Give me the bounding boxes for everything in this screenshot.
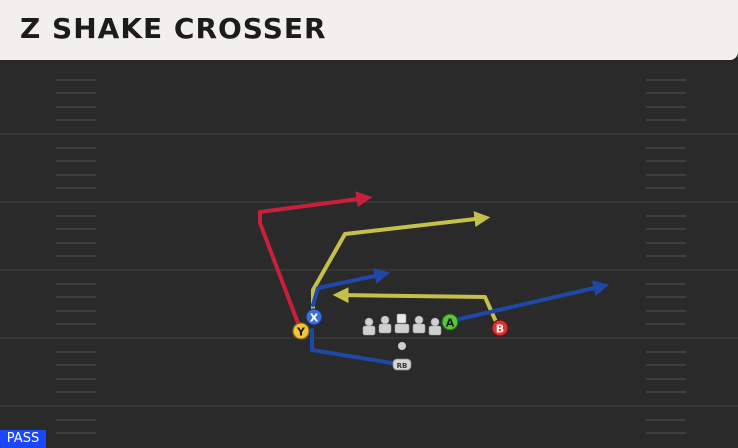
play-title: Z SHAKE CROSSER <box>20 12 327 45</box>
player-b-label: B <box>496 323 504 336</box>
player-a-label: A <box>446 317 455 330</box>
player-a[interactable]: A <box>441 313 459 331</box>
left-tackle <box>362 317 376 336</box>
route-rb-blue <box>310 328 400 366</box>
player-x-label: X <box>310 312 319 325</box>
offensive-line <box>362 313 442 336</box>
player-x[interactable]: X <box>305 308 323 326</box>
right-guard <box>412 315 426 334</box>
player-rb-label: RB <box>397 362 408 370</box>
hash-marks-left <box>56 79 96 434</box>
player-b[interactable]: B <box>491 319 509 337</box>
route-a-blue <box>449 280 610 323</box>
yard-lines <box>0 133 738 407</box>
right-tackle <box>428 317 442 336</box>
play-type-badge: PASS <box>0 430 46 448</box>
player-y[interactable]: Y <box>292 322 310 340</box>
route-y-red <box>258 191 373 333</box>
route-b-yellow <box>332 287 499 326</box>
title-bar: Z SHAKE CROSSER <box>0 0 738 60</box>
player-y-label: Y <box>296 326 306 339</box>
route-x-blue <box>311 268 391 307</box>
center <box>394 313 410 334</box>
hash-marks-right <box>646 79 686 434</box>
field-background <box>0 60 738 448</box>
left-guard <box>378 315 392 334</box>
football-field: RB Y X A B <box>0 60 738 448</box>
quarterback-marker <box>398 342 406 350</box>
player-rb[interactable]: RB <box>392 358 412 371</box>
